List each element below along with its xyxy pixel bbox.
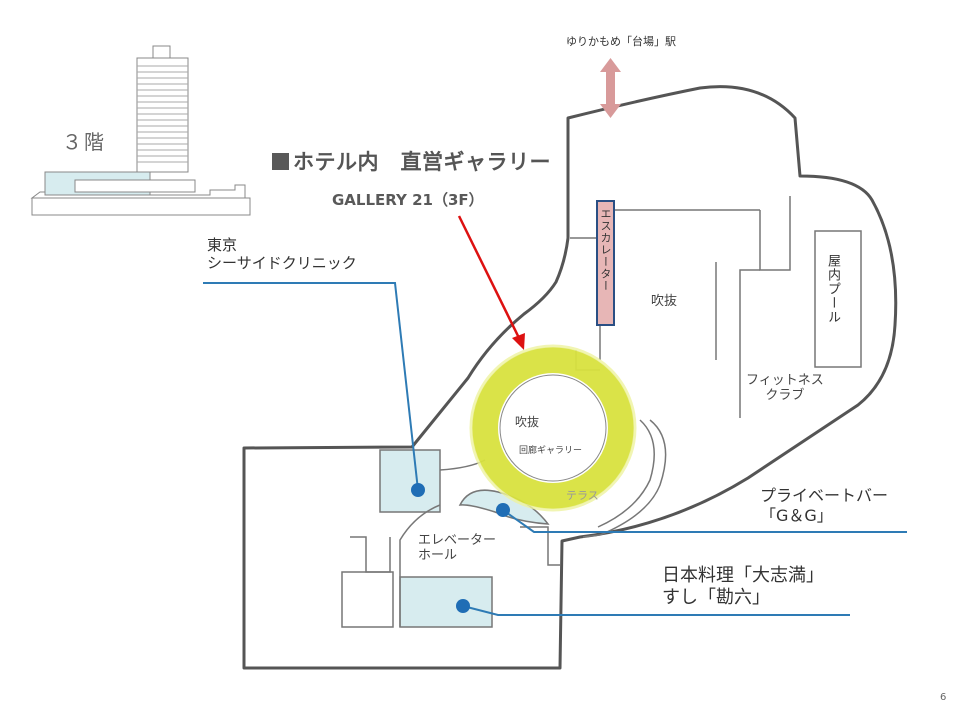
elevator-hall-line1: エレベーター — [418, 533, 497, 548]
bar-callout: プライベートバー 「G＆G」 — [760, 486, 888, 525]
callout-lines — [203, 282, 907, 616]
floor-label: ３階 — [62, 130, 106, 154]
square-bullet-icon — [272, 153, 289, 170]
elevator-hall-label: エレベーター ホール — [418, 533, 497, 564]
clinic-callout: 東京 シーサイドクリニック — [207, 236, 357, 273]
floor-plan-walls — [242, 85, 898, 670]
bar-callout-line2: 「G＆G」 — [760, 505, 833, 525]
gallery-ring — [472, 347, 634, 509]
bar-callout-line1: プライベートバー — [760, 486, 889, 505]
clinic-marker — [411, 483, 425, 497]
atrium-label: 吹抜 — [651, 294, 678, 309]
restaurant-callout: 日本料理「大志満」 すし「勘六」 — [662, 565, 824, 609]
tower-stripes — [137, 65, 188, 163]
station-label: ゆりかもめ「台場」駅 — [566, 35, 676, 48]
restaurant-callout-line1: 日本料理「大志満」 — [662, 565, 824, 586]
clinic-callout-line1: 東京 — [207, 236, 238, 254]
elevator-hall-line2: ホール — [418, 547, 458, 563]
escalator — [596, 200, 615, 326]
station-arrow — [600, 58, 621, 118]
corridor-gallery-label: 回廊ギャラリー — [519, 446, 583, 456]
gallery-ring-glow — [469, 344, 637, 512]
page-number: 6 — [940, 692, 947, 703]
clinic-area — [379, 449, 441, 513]
floor-plan-interior — [341, 196, 862, 628]
restaurant-marker — [456, 599, 470, 613]
fitness-club-label: フィットネス クラブ — [746, 373, 824, 404]
gallery-atrium-label: 吹抜 — [515, 415, 540, 429]
clinic-callout-line2: シーサイドクリニック — [207, 254, 357, 273]
atrium-core — [499, 374, 607, 482]
escalator-label: エスカレーター — [599, 208, 612, 292]
terrace-label: テラス — [566, 489, 599, 502]
title-text: ホテル内 直営ギャラリー — [293, 150, 551, 174]
restaurant-area — [399, 576, 493, 628]
gallery-pointer-arrow — [457, 215, 525, 350]
fitness-label-line2: クラブ — [765, 387, 805, 403]
gallery-subtitle: GALLERY 21（3F） — [332, 191, 484, 209]
indoor-pool-label: 屋内プール — [825, 254, 840, 324]
restaurant-callout-line2: すし「勘六」 — [662, 586, 770, 608]
page-title: ホテル内 直営ギャラリー — [272, 146, 551, 176]
fitness-label-line1: フィットネス — [746, 373, 824, 388]
bar-marker — [496, 503, 510, 517]
